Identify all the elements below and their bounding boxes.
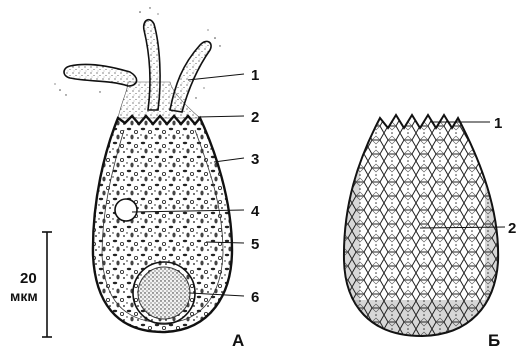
callout-labels-b: 1 2 xyxy=(494,115,516,237)
callout-a-1: 1 xyxy=(251,67,259,84)
scale-bar-unit: мкм xyxy=(10,288,38,304)
callout-a-4: 4 xyxy=(251,203,260,220)
nucleus xyxy=(133,262,195,324)
callout-a-6: 6 xyxy=(251,289,259,306)
scale-bar: 20 мкм xyxy=(10,232,52,337)
callout-b-2: 2 xyxy=(508,220,516,237)
callout-b-1: 1 xyxy=(494,115,502,132)
cell-a xyxy=(54,7,232,332)
tentacle-right xyxy=(170,41,211,112)
scale-bar-value: 20 xyxy=(20,270,37,287)
panel-label-b: Б xyxy=(488,331,500,350)
contractile-vacuole xyxy=(115,199,137,221)
callout-a-2: 2 xyxy=(251,109,259,126)
callout-labels-a: 1 2 3 4 5 6 xyxy=(251,67,260,306)
callout-a-3: 3 xyxy=(251,151,259,168)
tentacle-left xyxy=(64,64,137,86)
panel-label-a: А xyxy=(232,331,244,350)
callout-a-5: 5 xyxy=(251,236,259,253)
cell-b xyxy=(340,110,505,340)
